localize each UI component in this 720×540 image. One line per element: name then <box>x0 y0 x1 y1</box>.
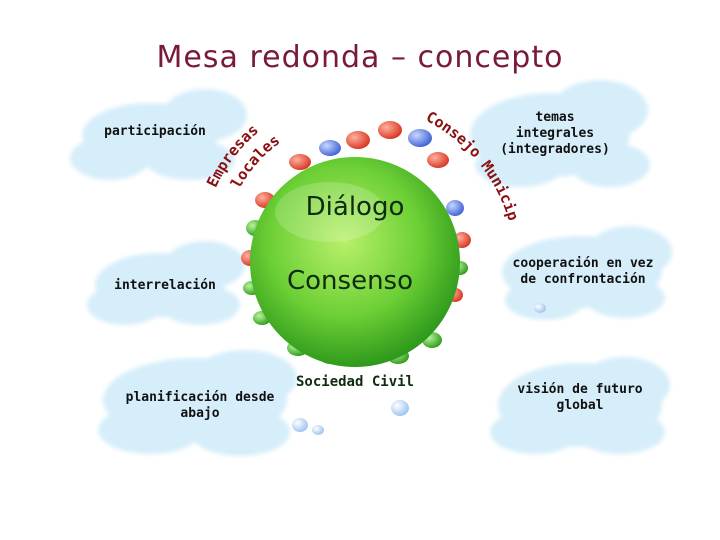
label-planificacion: planificación desde abajo <box>115 390 285 422</box>
cloud-planificacion <box>98 350 297 456</box>
label-vision-line2: global <box>556 398 604 413</box>
label-planificacion-line2: abajo <box>180 406 220 421</box>
label-cooperacion-line1: cooperación en vez <box>512 256 654 271</box>
label-temas-line2: integrales <box>515 126 595 141</box>
page-title: Mesa redonda – concepto <box>156 40 564 75</box>
center-label-dialogo: Diálogo <box>305 192 405 222</box>
cloud-interrelacion <box>87 241 245 325</box>
label-interrelacion: interrelación <box>114 278 216 293</box>
label-temas-line1: temas <box>535 110 575 125</box>
cloud-participacion <box>70 89 247 180</box>
consensus-circle <box>250 157 460 367</box>
label-planificacion-line1: planificación desde <box>125 390 275 405</box>
cloud-vision <box>490 357 670 454</box>
label-temas-line3: (integradores) <box>500 142 610 157</box>
label-participacion: participación <box>104 124 206 139</box>
label-temas: temas integrales (integradores) <box>480 110 630 158</box>
arc-label-consejo: Consejo Municipal <box>0 0 522 223</box>
cloud-temas <box>470 80 650 187</box>
label-vision: visión de futuro global <box>505 382 655 414</box>
label-vision-line1: visión de futuro <box>517 382 643 397</box>
label-cooperacion: cooperación en vez de confrontación <box>498 256 668 288</box>
label-cooperacion-line2: de confrontación <box>520 272 646 287</box>
cloud-cooperacion <box>502 226 672 320</box>
center-label-consenso: Consenso <box>286 266 413 296</box>
center-label-sociedad: Sociedad Civil <box>295 374 414 390</box>
